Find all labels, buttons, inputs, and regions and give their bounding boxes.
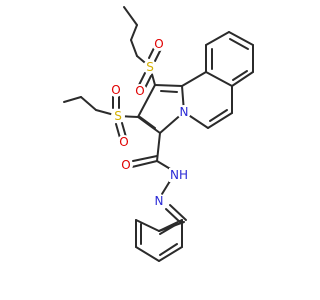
bond (205, 31, 230, 46)
bond (130, 39, 138, 57)
svg-text:O: O (119, 135, 128, 149)
atom-labels: S O O S O O N O (109, 37, 191, 208)
bond (232, 70, 248, 81)
bond (138, 72, 146, 86)
bond (123, 6, 138, 26)
bond (135, 246, 160, 262)
svg-text:N: N (155, 194, 164, 208)
bond (63, 96, 82, 103)
bond (130, 24, 138, 41)
bond (158, 219, 183, 232)
amide-nh-atom: NH (169, 168, 189, 182)
sulfur-atom-1: S (143, 60, 157, 74)
bond (115, 123, 121, 139)
bond (158, 246, 183, 262)
bond (207, 112, 233, 129)
svg-text:O: O (135, 84, 144, 98)
oxygen-atom-2b: O (117, 135, 131, 149)
svg-text:S: S (114, 109, 122, 123)
bond (132, 155, 158, 162)
svg-text:O: O (121, 158, 130, 172)
bond (160, 90, 178, 93)
bond (80, 96, 97, 111)
bond (205, 71, 233, 87)
bond-lines (63, 6, 254, 262)
bond (231, 71, 254, 87)
oxygen-atom-1b: O (133, 84, 147, 98)
bond (137, 84, 156, 118)
bond (229, 38, 249, 50)
bond (209, 109, 228, 122)
svg-text:N: N (180, 105, 189, 119)
sulfur-atom-2: S (111, 109, 125, 123)
bond (154, 84, 183, 87)
oxygen-atom-2a: O (109, 83, 123, 97)
structure-drawing: S O O S O O N O (63, 6, 254, 262)
bond (144, 75, 152, 89)
svg-text:O: O (154, 37, 163, 51)
bond (121, 122, 127, 138)
molecule-figure: S O O S O O N O (63, 6, 254, 262)
bond (159, 223, 178, 235)
bond (135, 219, 160, 232)
imine-nitrogen-atom: N (152, 194, 166, 208)
oxygen-atom-1a: O (152, 37, 166, 51)
bond (181, 71, 207, 87)
amide-oxygen-atom: O (119, 158, 133, 172)
bond (131, 160, 158, 168)
bond (139, 116, 156, 129)
bond (161, 180, 171, 195)
ring-nitrogen-atom: N (177, 105, 191, 119)
svg-text:NH: NH (170, 168, 188, 182)
bond (154, 48, 162, 62)
svg-text:S: S (146, 60, 154, 74)
bond (137, 116, 161, 134)
svg-text:O: O (111, 83, 120, 97)
bond (228, 31, 254, 46)
bond (159, 243, 178, 256)
bond (169, 204, 187, 221)
